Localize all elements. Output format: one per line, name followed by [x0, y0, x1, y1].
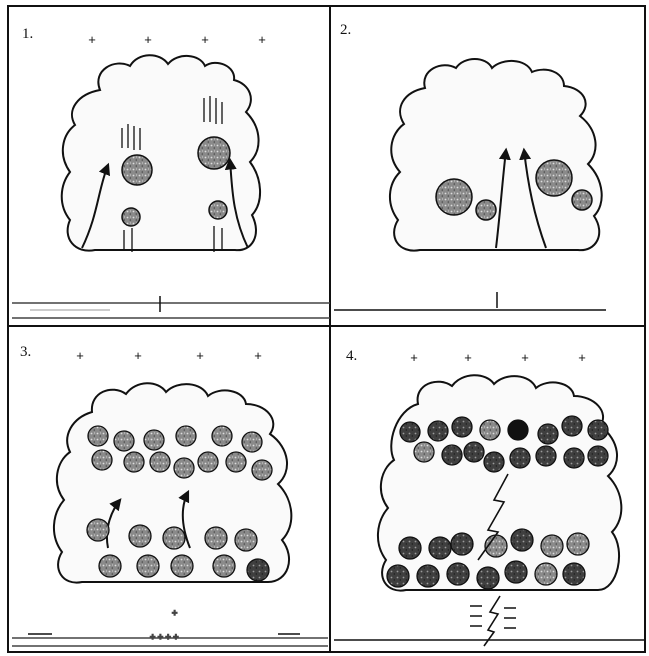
charged-particle-icon [442, 445, 462, 465]
charged-particle-icon [247, 559, 269, 581]
charged-particle-icon [176, 426, 196, 446]
panel-1: 1. + + + + [12, 26, 330, 318]
charged-particle-icon [150, 452, 170, 472]
charged-particle-icon [124, 452, 144, 472]
charged-particle-icon [171, 555, 193, 577]
panel-4-label: 4. [346, 348, 357, 364]
ground-line-icon [12, 296, 330, 318]
charged-particle-icon [114, 431, 134, 451]
charged-particle-icon [399, 537, 421, 559]
charged-particle-icon [144, 430, 164, 450]
charged-particle-icon [205, 527, 227, 549]
svg-text:+ + + +: + + + + [150, 632, 179, 642]
charged-particle-icon [242, 432, 262, 452]
charged-particle-icon [511, 529, 533, 551]
ground-line-icon [334, 606, 645, 640]
top-charge: + [410, 350, 418, 365]
top-charge: + [144, 32, 152, 47]
top-charge: + [134, 348, 142, 363]
charged-particle-icon [535, 563, 557, 585]
panel-3-top-charges: + + + + [76, 348, 262, 363]
panel-1-top-charges: + + + + [88, 32, 266, 47]
top-charge: + [201, 32, 209, 47]
panel-3: 3. + + + + [12, 344, 328, 646]
charged-particle-icon [564, 448, 584, 468]
top-charge: + [76, 348, 84, 363]
charged-particle-icon [87, 519, 109, 541]
ground-line-icon [334, 292, 606, 310]
top-charge: + [196, 348, 204, 363]
charged-particle-icon [226, 452, 246, 472]
charged-particle-icon [137, 555, 159, 577]
top-charge: + [521, 350, 529, 365]
charged-particle-icon [429, 537, 451, 559]
panel-2: 2. [334, 22, 606, 310]
charged-particle-icon [400, 422, 420, 442]
charged-particle-icon [198, 452, 218, 472]
charged-particle-icon [129, 525, 151, 547]
charged-particle-icon [122, 155, 152, 185]
cloud-icon [390, 59, 602, 251]
charged-particle-icon [436, 179, 472, 215]
charged-particle-icon [536, 446, 556, 466]
charged-particle-icon [464, 442, 484, 462]
charged-particle-icon [252, 460, 272, 480]
lightning-bolt-icon [484, 596, 500, 646]
charged-particle-icon [209, 201, 227, 219]
charged-particle-icon [122, 208, 140, 226]
charged-particle-icon [476, 200, 496, 220]
charged-particle-icon [212, 426, 232, 446]
svg-text:+: + [172, 608, 177, 618]
charged-particle-icon [417, 565, 439, 587]
panel-2-label: 2. [340, 22, 351, 38]
charged-particle-icon [572, 190, 592, 210]
panel-3-label: 3. [20, 344, 31, 360]
panel-4-top-charges: + + + + [410, 350, 586, 365]
charged-particle-icon [92, 450, 112, 470]
charged-particle-icon [451, 533, 473, 555]
charged-particle-icon [567, 533, 589, 555]
charged-particle-icon [562, 416, 582, 436]
charged-particle-icon [588, 446, 608, 466]
top-charge: + [254, 348, 262, 363]
top-charge: + [578, 350, 586, 365]
charged-particle-icon [163, 527, 185, 549]
charged-particle-icon [452, 417, 472, 437]
charged-particle-icon [541, 535, 563, 557]
top-charge: + [88, 32, 96, 47]
charged-particle-icon [235, 529, 257, 551]
charged-particle-icon [563, 563, 585, 585]
charged-particle-icon [505, 561, 527, 583]
charged-particle-icon [447, 563, 469, 585]
ground-line-icon: + + + + + [12, 608, 328, 646]
top-charge: + [464, 350, 472, 365]
charged-particle-icon [480, 420, 500, 440]
charged-particle-icon [414, 442, 434, 462]
charged-particle-icon [536, 160, 572, 196]
charged-particle-icon [174, 458, 194, 478]
charged-particle-icon [477, 567, 499, 589]
charged-particle-icon [538, 424, 558, 444]
charged-particle-icon [198, 137, 230, 169]
charged-particle-icon [588, 420, 608, 440]
charged-particle-icon [88, 426, 108, 446]
charged-particle-icon [484, 452, 504, 472]
charged-particle-icon [213, 555, 235, 577]
charged-particle-icon [387, 565, 409, 587]
charged-particle-icon [99, 555, 121, 577]
top-charge: + [258, 32, 266, 47]
charged-particle-icon [510, 448, 530, 468]
charged-particle-icon [508, 420, 528, 440]
cloud-icon [54, 383, 291, 582]
panel-1-label: 1. [22, 26, 33, 42]
panel-4: 4. + + + + [334, 348, 645, 646]
charged-particle-icon [428, 421, 448, 441]
